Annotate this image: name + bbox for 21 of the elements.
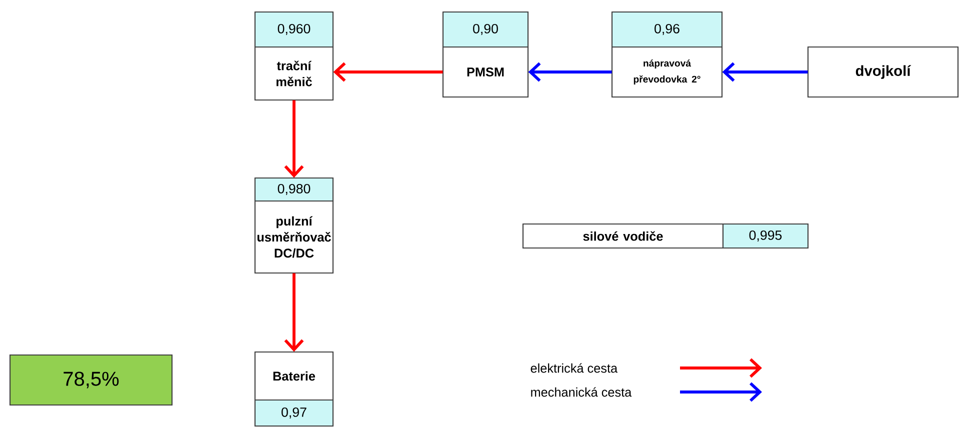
node-label: 0,995 [749, 230, 782, 242]
node-label: 0,96 [654, 24, 680, 36]
block-box: 0,980 pulzní usměrňovač DC/DC [254, 177, 334, 274]
legend-item: mechanická cesta [531, 382, 762, 402]
arrow [722, 62, 808, 82]
arrow [284, 273, 304, 352]
arrow [528, 62, 612, 82]
block-box: dvojkolí [807, 46, 959, 98]
value-row: silové vodiče 0,995 [522, 223, 809, 249]
block-box: 0,96 nápravová převodovka 2° [611, 11, 723, 98]
node-label: 0,97 [282, 407, 306, 419]
arrow [333, 62, 443, 82]
block-box: Baterie 0,97 [254, 351, 334, 427]
node-label: 0,90 [473, 24, 498, 36]
result-box: 78,5% [9, 354, 173, 406]
node-label: 0,980 [278, 184, 310, 196]
legend-item: elektrická cesta [530, 358, 762, 378]
node-label: 0,960 [278, 24, 310, 36]
block-box: 0,960 trační měnič [254, 11, 334, 101]
arrow [284, 100, 304, 178]
block-box: 0,90 PMSM [442, 11, 529, 98]
